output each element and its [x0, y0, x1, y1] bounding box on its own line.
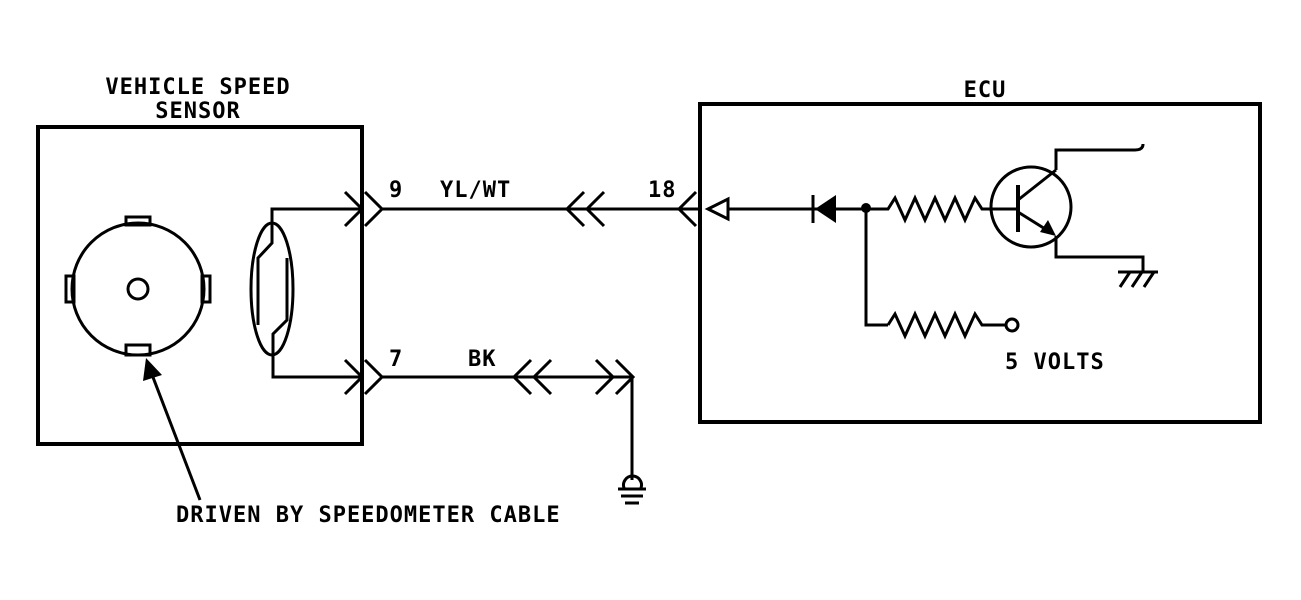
pin-7-connector-icon [343, 358, 365, 396]
reed-switch-icon [249, 210, 295, 372]
ecu-box [698, 102, 1262, 424]
signal-wire: 9 YL/WT 18 [382, 178, 700, 228]
pin-18-label: 18 [648, 178, 677, 203]
pin-9-connector-outer-icon [363, 190, 385, 228]
input-buffer-icon [704, 196, 730, 222]
supply-voltage-label: 5 VOLTS [1005, 350, 1105, 375]
annotation-arrow [149, 371, 202, 501]
inline-connector-icon [564, 190, 586, 228]
sensor-box [36, 125, 364, 446]
chassis-ground-icon [618, 474, 646, 505]
ground-wire-color: BK [468, 347, 497, 372]
ecu-ground-icon [1118, 270, 1158, 288]
ground-wire: 7 BK [382, 347, 646, 505]
sensor-lead-signal [270, 207, 362, 223]
vehicle-speed-sensor: VEHICLE SPEED SENSOR DRIVEN [36, 75, 561, 528]
pin-18-connector-icon [676, 190, 698, 228]
magnet-wheel-icon [64, 215, 212, 357]
sensor-annotation: DRIVEN BY SPEEDOMETER CABLE [176, 503, 561, 528]
supply-terminal-icon [1004, 317, 1020, 333]
annotation-arrowhead-icon [143, 358, 162, 381]
ground-inline-connector-icon [511, 358, 533, 396]
sensor-lead-ground [271, 372, 362, 379]
ecu-title: ECU [964, 78, 1007, 103]
ground-inline-connector-icon-3 [594, 358, 616, 396]
base-resistor-icon [866, 194, 1018, 224]
pullup-resistor-icon [886, 310, 1005, 340]
signal-wire-color: YL/WT [440, 178, 511, 203]
pin-9-connector-icon [343, 190, 365, 228]
transistor-icon [989, 143, 1145, 272]
sensor-title-line1: VEHICLE SPEED [105, 75, 290, 100]
diode-icon [811, 195, 836, 223]
ground-inline-connector-icon-2 [531, 358, 553, 396]
inline-connector-icon-2 [584, 190, 606, 228]
ecu: ECU 5 VOLTS [698, 78, 1262, 424]
ground-inline-connector-icon-4 [614, 358, 636, 396]
pin-7-label: 7 [389, 347, 403, 372]
pin-9-label: 9 [389, 178, 403, 203]
pin-7-connector-outer-icon [363, 358, 385, 396]
sensor-title-line2: SENSOR [155, 99, 240, 124]
